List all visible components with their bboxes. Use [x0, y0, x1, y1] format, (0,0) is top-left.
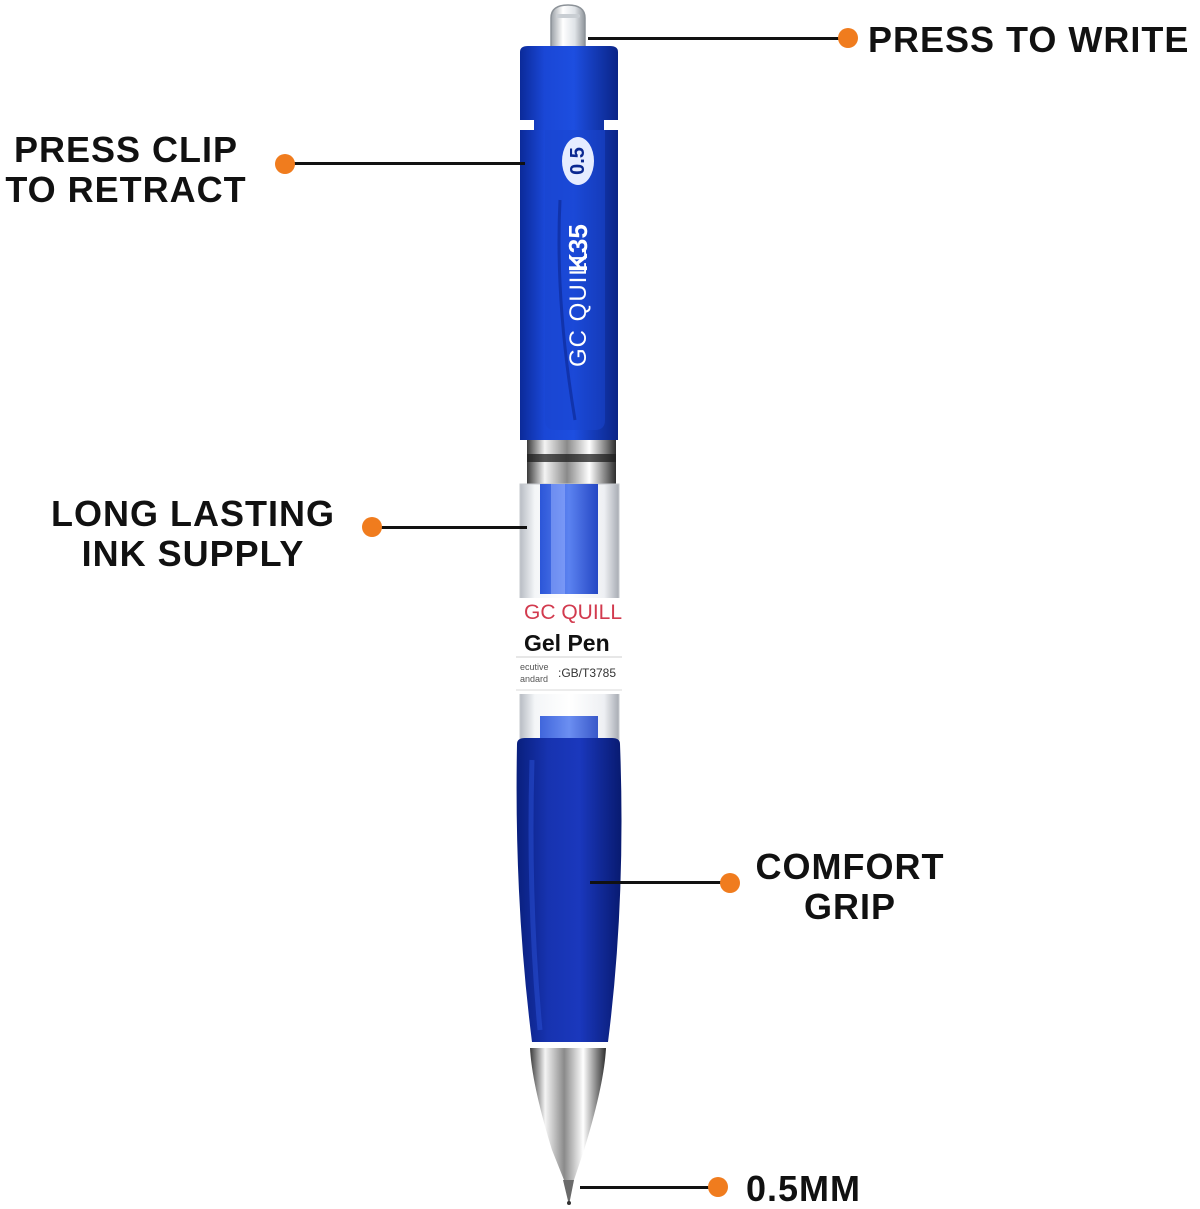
press-clip-line-1: PRESS CLIP — [13, 129, 239, 170]
comfort-grip — [516, 738, 622, 1042]
comfort-grip-label: COMFORT GRIP — [745, 847, 955, 927]
press-knob — [550, 4, 586, 49]
label-product-text: Gel Pen — [524, 630, 610, 656]
press-to-write-leader — [588, 37, 848, 40]
label-exec-text-2: andard — [520, 674, 549, 684]
press-clip-dot — [275, 154, 295, 174]
comfort-grip-dot — [720, 873, 740, 893]
clip-model-text: K35 — [563, 224, 593, 272]
long-lasting-dot — [362, 517, 382, 537]
comfort-grip-line-2: GRIP — [803, 886, 896, 927]
long-lasting-line-2: INK SUPPLY — [81, 533, 305, 574]
press-clip-leader — [285, 162, 525, 165]
press-to-write-dot — [838, 28, 858, 48]
size-badge — [562, 137, 594, 185]
tip-size-dot — [708, 1177, 728, 1197]
press-clip-line-2: TO RETRACT — [5, 169, 247, 210]
tip-size-leader — [580, 1186, 720, 1189]
long-lasting-line-1: LONG LASTING — [51, 493, 335, 534]
press-to-write-label: PRESS TO WRITE — [868, 20, 1189, 60]
tip-size-line-1: 0.5MM — [746, 1168, 862, 1209]
press-clip-label: PRESS CLIP TO RETRACT — [0, 130, 252, 210]
long-lasting-leader — [372, 526, 527, 529]
ink-refill — [540, 484, 598, 594]
label-exec-text-1: ecutive — [520, 662, 549, 672]
comfort-grip-leader — [590, 881, 730, 884]
label-brand-text: GC QUILL — [524, 601, 622, 624]
press-to-write-line-1: PRESS TO WRITE — [868, 19, 1190, 60]
comfort-grip-line-1: COMFORT — [755, 846, 945, 887]
long-lasting-label: LONG LASTING INK SUPPLY — [38, 494, 348, 574]
product-label — [516, 598, 622, 694]
metal-tip — [530, 1048, 606, 1180]
tip-size-label: 0.5MM — [746, 1169, 861, 1209]
clip-size-text: 0.5 — [567, 147, 589, 175]
label-standard-text: :GB/T3785 — [558, 666, 617, 680]
